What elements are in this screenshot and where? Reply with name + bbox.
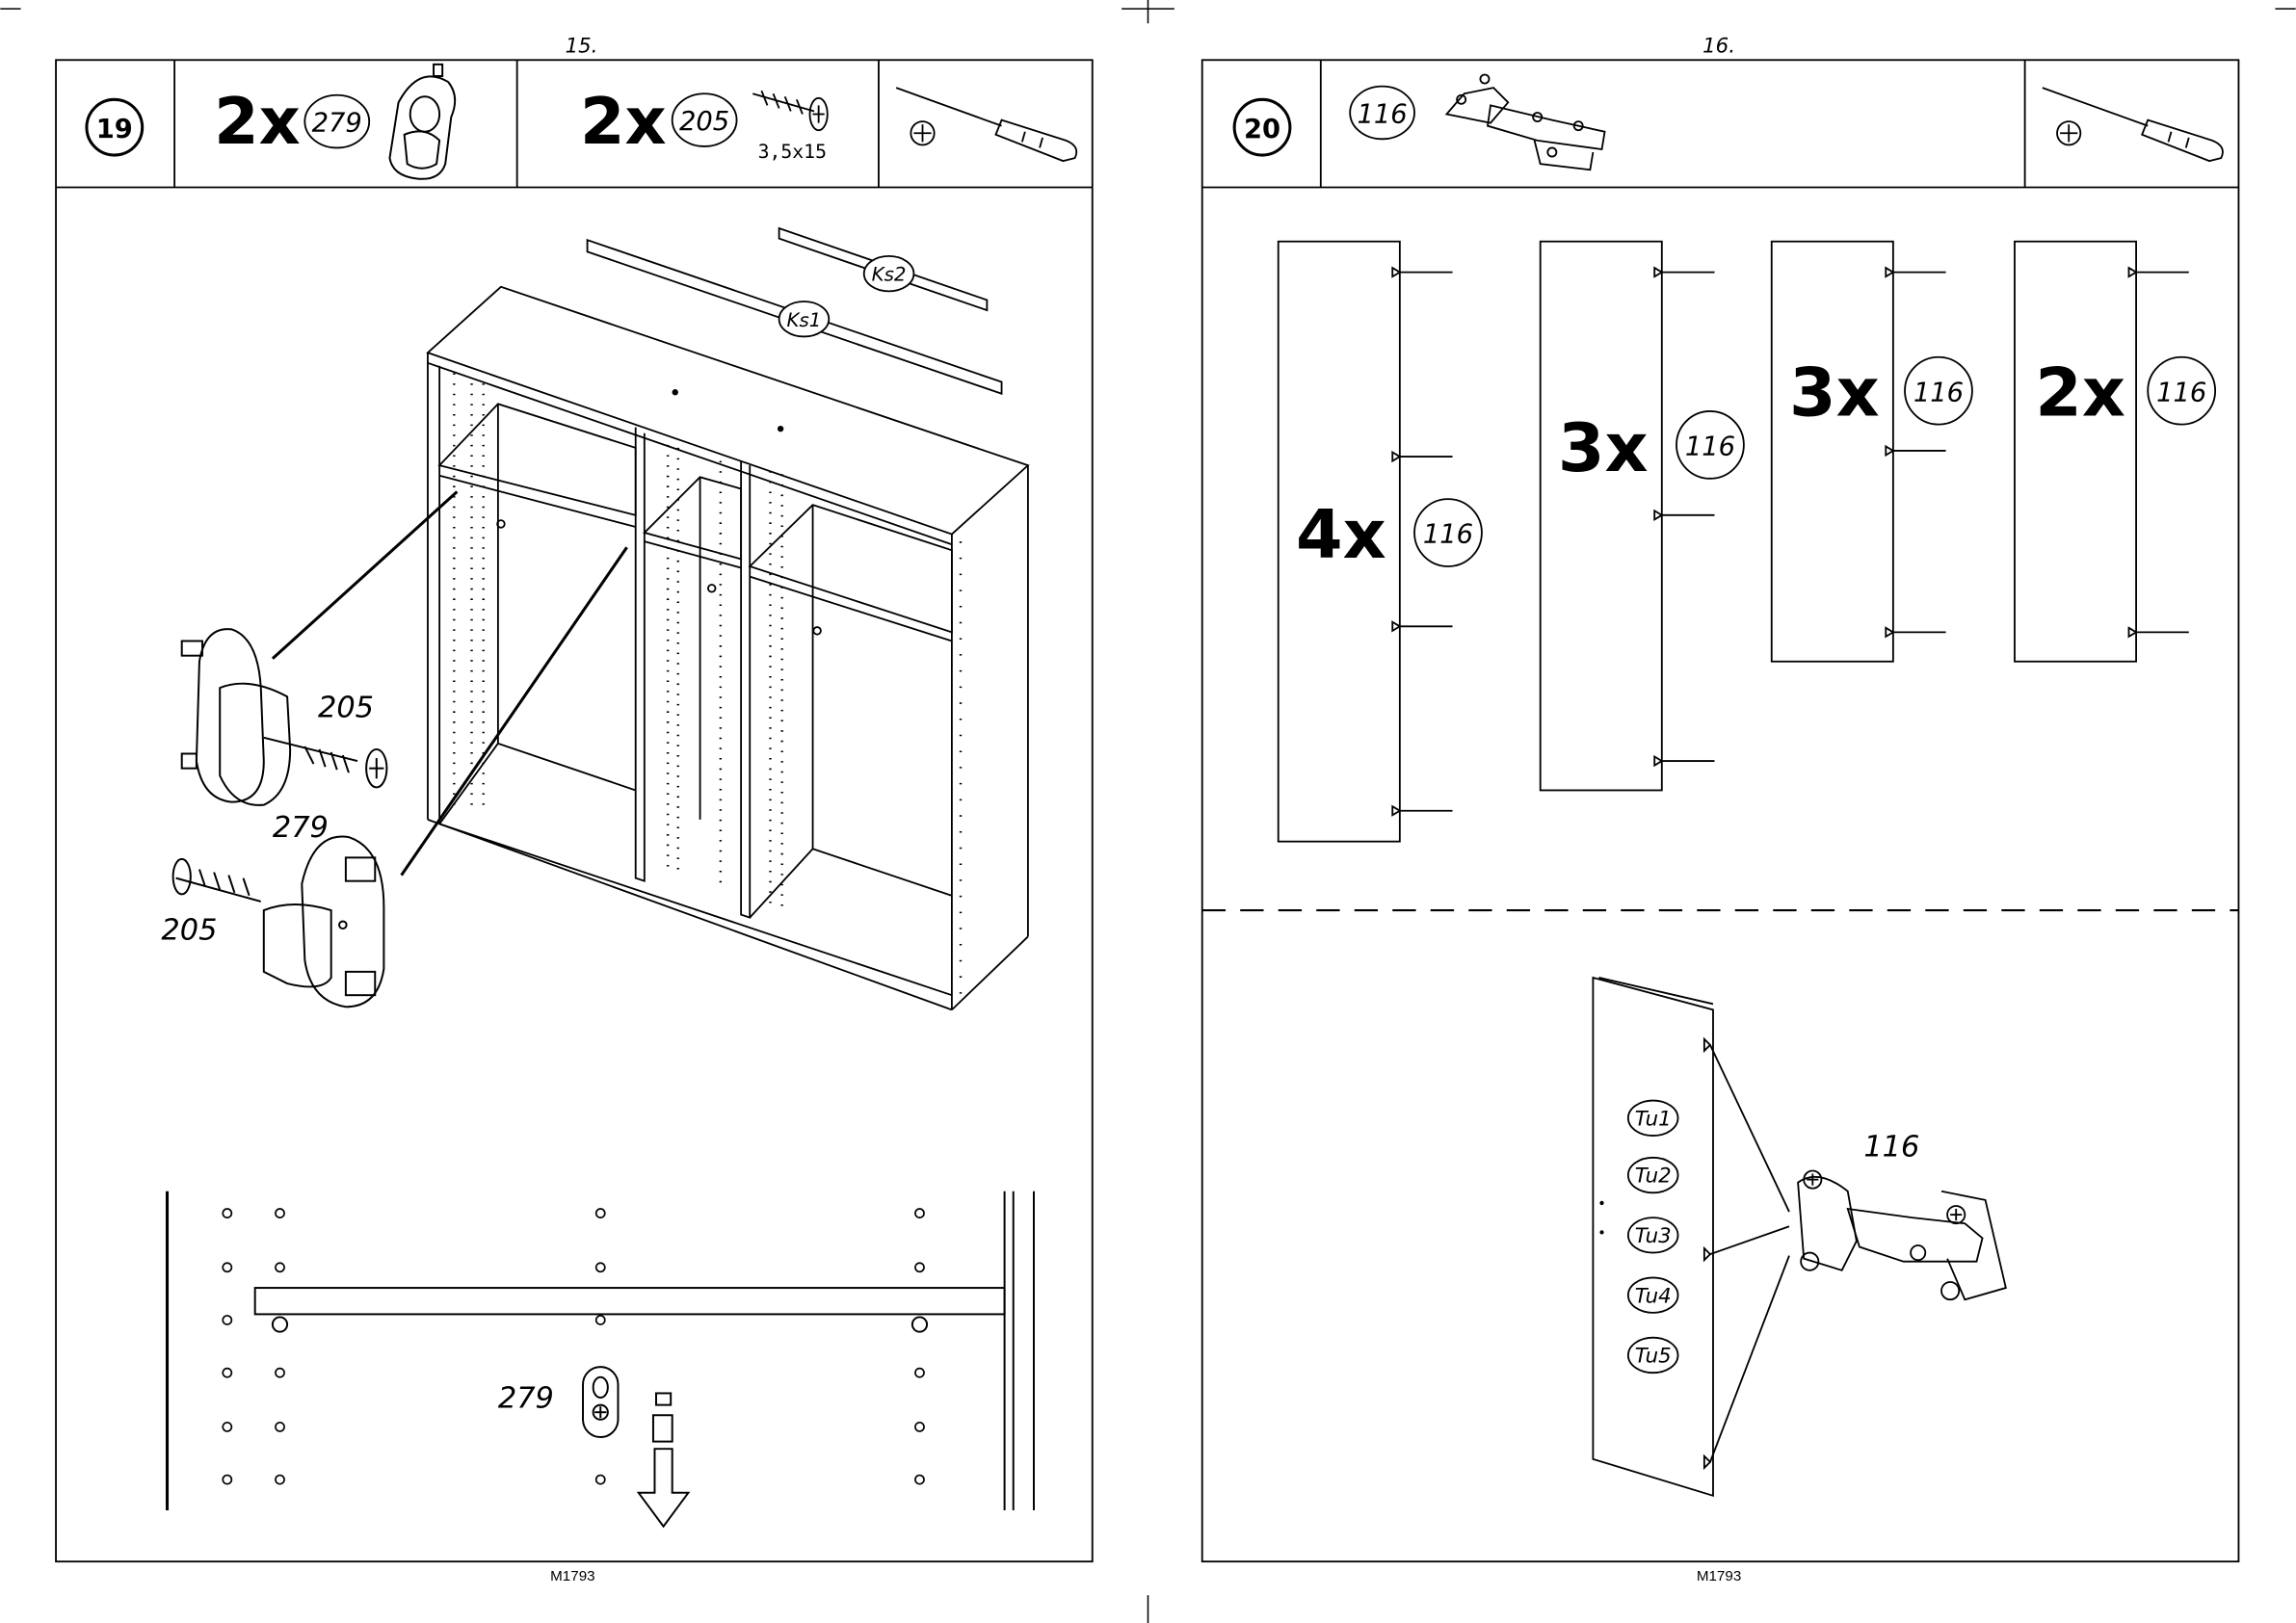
door-panel-3-hinges-tall (1541, 242, 1744, 791)
door-qty-2x: 2x (2035, 354, 2125, 432)
page-frame (1202, 60, 2239, 1561)
screw-icon (752, 91, 827, 130)
door-part-id: 116 (1685, 432, 1735, 462)
screwdriver-icon (2043, 88, 2223, 161)
door-part-id: 116 (1423, 520, 1473, 550)
door-qty-3x: 3x (1558, 409, 1649, 487)
door-label-tu4: Tu4 (1635, 1284, 1672, 1308)
door-qty-3x: 3x (1789, 354, 1880, 432)
holder-label-upper: 279 (273, 811, 329, 845)
footer-code: M1793 (1697, 1568, 1741, 1584)
door-label-tu2: Tu2 (1635, 1165, 1672, 1189)
door-part-id: 116 (2156, 378, 2206, 407)
hinge-icon (1446, 74, 1604, 170)
rail-ks1-label: Ks1 (787, 309, 822, 331)
screw-size: 3,5x15 (758, 141, 827, 163)
door-panel-3-hinges-short (1772, 242, 1972, 662)
part-id-116: 116 (1358, 100, 1408, 130)
clothes-rail-holder-icon (389, 65, 455, 179)
page-number: 16. (1702, 35, 1735, 59)
footer-code: M1793 (550, 1568, 594, 1584)
step-number: 19 (96, 115, 133, 144)
step-badge: 20 (1234, 99, 1290, 155)
door-label-tu5: Tu5 (1635, 1345, 1672, 1369)
holder-label-detail: 279 (498, 1382, 554, 1416)
page-frame (56, 60, 1093, 1561)
step-badge: 19 (87, 99, 143, 155)
screwdriver-icon (896, 88, 1076, 161)
hinge-label: 116 (1863, 1130, 1919, 1164)
door-label-tu3: Tu3 (1635, 1224, 1672, 1248)
left-page: 15. 19 2x 279 2x 205 (56, 35, 1093, 1584)
part-qty-205: 2x (580, 84, 667, 159)
part-qty-279: 2x (214, 84, 301, 159)
rail-ks2-label: Ks2 (872, 264, 907, 286)
screw-label-upper: 205 (318, 691, 374, 724)
door-label-tu1: Tu1 (1635, 1107, 1672, 1131)
part-id-279: 279 (312, 109, 362, 139)
screw-label-lower: 205 (161, 913, 217, 947)
door-part-id: 116 (1913, 378, 1964, 407)
holder-mounting-detail (168, 1191, 1034, 1527)
step-number: 20 (1244, 115, 1280, 144)
wardrobe-drawing (428, 287, 1028, 1010)
right-page: 16. 20 116 (1202, 35, 2239, 1584)
part-id-205: 205 (679, 107, 729, 137)
door-qty-4x: 4x (1296, 496, 1386, 574)
door-panel-2-hinges (2015, 242, 2215, 662)
page-number: 15. (566, 35, 598, 59)
